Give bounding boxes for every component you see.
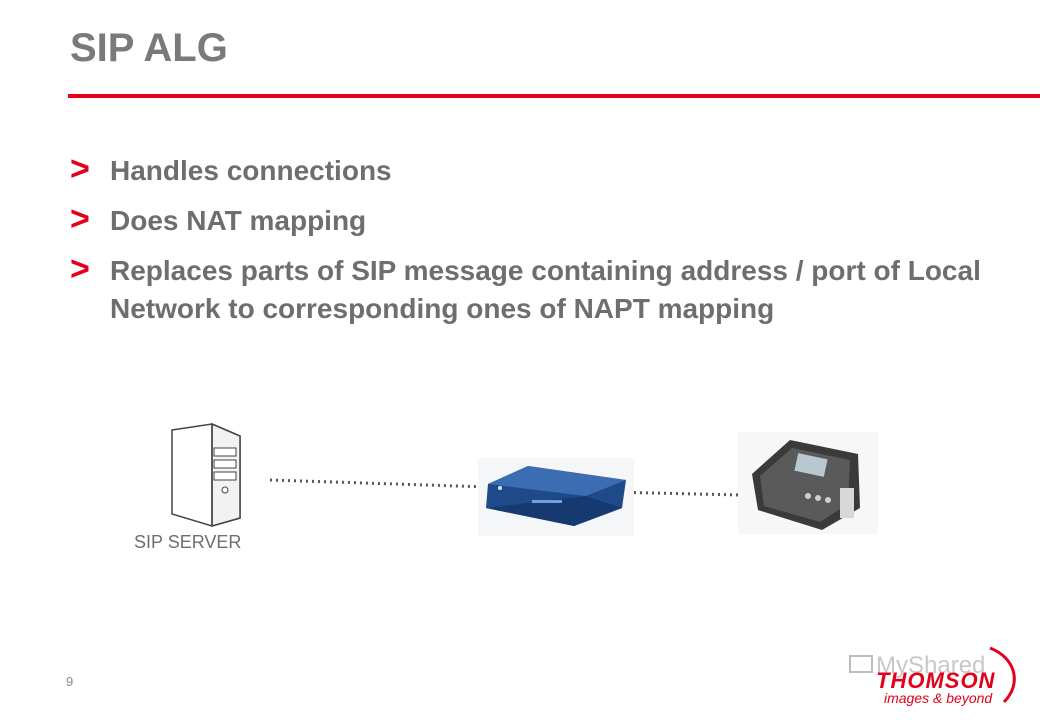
bullet-marker: > (70, 250, 90, 288)
bullet-item: > Replaces parts of SIP message containi… (70, 250, 1010, 328)
router-icon (478, 458, 634, 536)
page-number: 9 (66, 674, 74, 689)
title-underline (68, 94, 1040, 98)
router-phone-link (609, 490, 741, 497)
network-diagram (171, 422, 878, 536)
logo-swoosh-icon (849, 646, 1016, 704)
bullet-marker: > (70, 150, 90, 188)
logo-tagline: images & beyond (884, 690, 993, 706)
slide-title: SIP ALG (70, 26, 228, 70)
bullet-item: > Does NAT mapping (70, 200, 1010, 240)
logo-brand: THOMSON (876, 668, 996, 693)
phone-icon (738, 432, 878, 534)
bullet-list: > Handles connections > Does NAT mapping… (70, 150, 1010, 340)
bullet-marker: > (70, 200, 90, 238)
thomson-logo: MyShared THOMSON images & beyond (840, 640, 1030, 710)
bullet-text: Handles connections (110, 155, 392, 186)
sip-server-label: SIP SERVER (134, 532, 242, 552)
bullet-text: Replaces parts of SIP message containing… (110, 255, 981, 324)
logo-watermark: MyShared (876, 652, 986, 679)
server-icon (171, 422, 241, 527)
bullet-text: Does NAT mapping (110, 205, 367, 236)
bullet-item: > Handles connections (70, 150, 1010, 190)
